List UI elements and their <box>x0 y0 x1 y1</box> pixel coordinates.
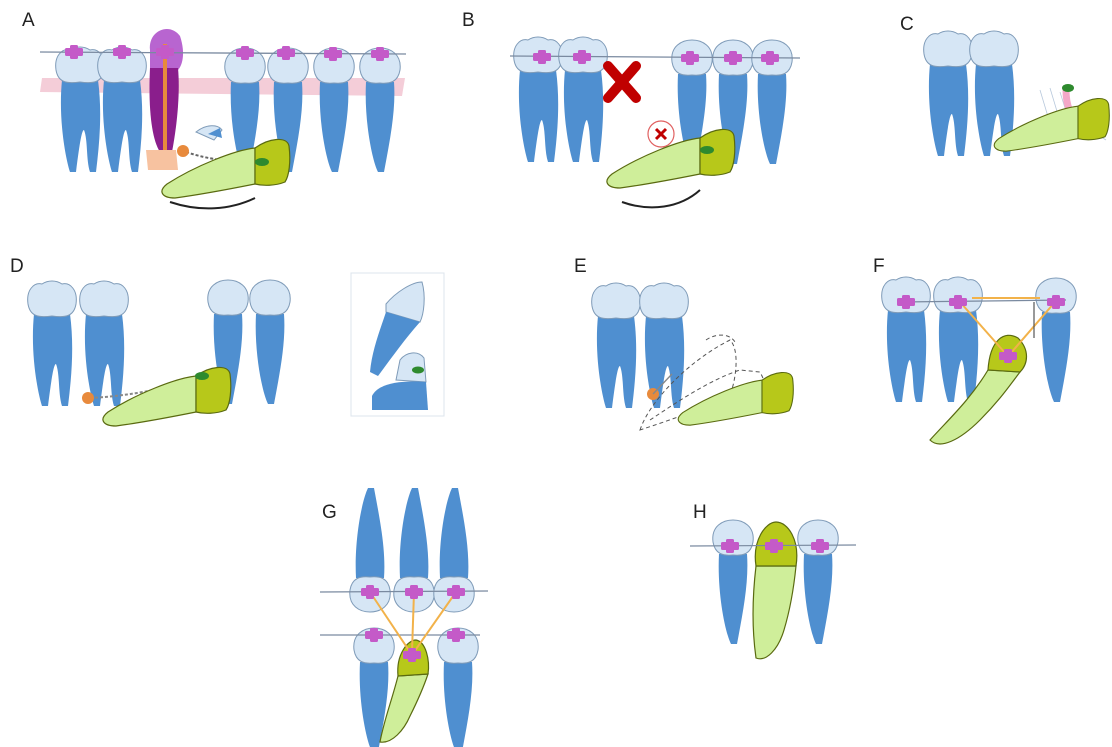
panel-label-h: H <box>693 502 707 523</box>
panel-d: D <box>10 256 444 426</box>
attachment <box>700 146 714 154</box>
molar-tooth <box>592 283 641 408</box>
attachment <box>195 372 209 380</box>
lower-incisor <box>438 628 478 747</box>
premolar-tooth <box>713 520 753 644</box>
premolar-tooth <box>360 48 400 172</box>
molar-tooth <box>28 281 77 406</box>
cross-mark-icon <box>608 66 636 98</box>
panel-label-e: E <box>574 256 587 277</box>
panel-label-a: A <box>22 10 35 31</box>
panel-label-d: D <box>10 256 24 277</box>
panel-label-b: B <box>462 10 475 31</box>
molar-tooth <box>80 281 129 406</box>
orange-button-icon <box>177 145 189 157</box>
molar-tooth <box>98 47 147 172</box>
panel-g: G <box>320 488 488 747</box>
panel-b: B <box>462 10 800 207</box>
panel-h: H <box>690 502 856 659</box>
molar-tooth <box>640 283 689 408</box>
canine-outline <box>622 190 700 207</box>
premolar-tooth <box>314 48 354 172</box>
panel-label-f: F <box>873 256 885 277</box>
panel-e: E <box>574 256 793 430</box>
attachment <box>1062 84 1074 92</box>
canine-outline <box>170 198 255 208</box>
canine-final-position <box>678 372 793 425</box>
panel-label-g: G <box>322 502 337 523</box>
panel-label-c: C <box>900 14 914 35</box>
circled-x-icon <box>648 121 674 147</box>
premolar-tooth <box>250 280 290 404</box>
orange-button-icon <box>82 392 94 404</box>
molar-tooth <box>56 47 105 172</box>
attachment <box>255 158 269 166</box>
premolar-tooth <box>798 520 838 644</box>
molar-tooth <box>924 31 973 156</box>
inset-box <box>351 273 444 416</box>
panel-c: C <box>900 14 1109 156</box>
panel-a: A <box>22 10 406 208</box>
panel-f: F <box>873 256 1076 444</box>
